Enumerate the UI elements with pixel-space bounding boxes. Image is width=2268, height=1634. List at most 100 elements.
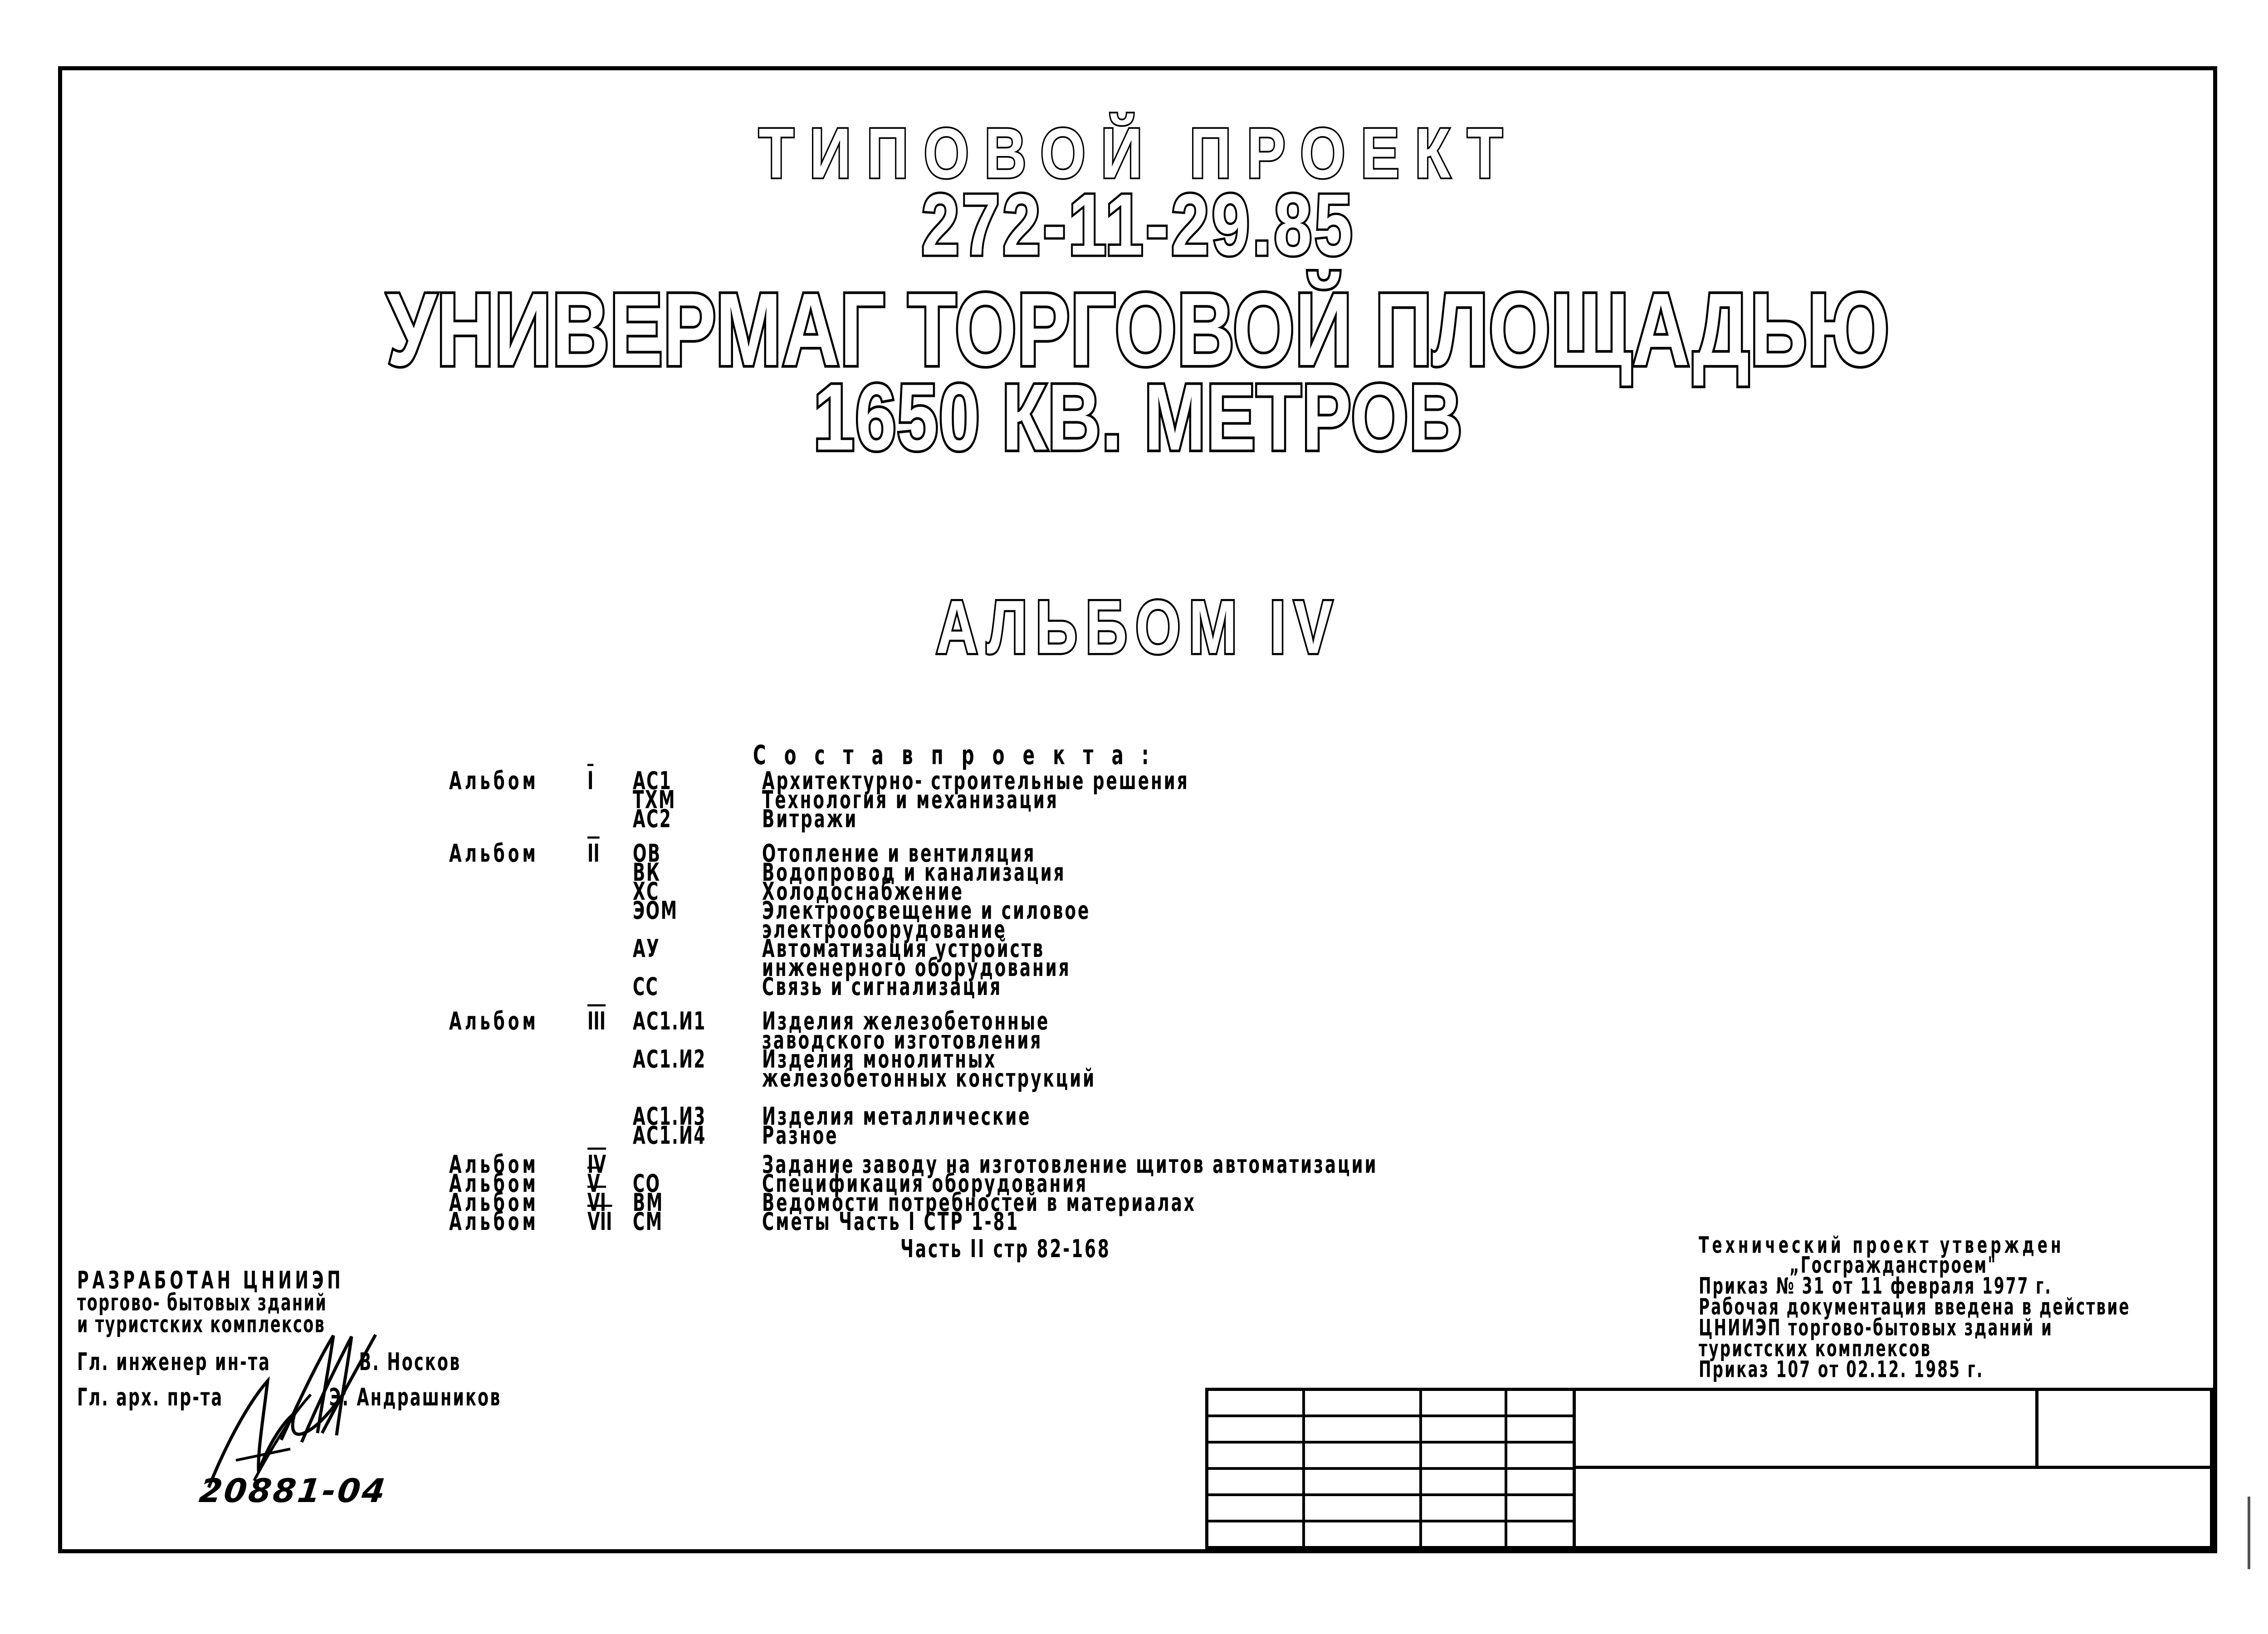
project-kind-label: ТИПОВОЙ ПРОЕКТ [757,114,1518,193]
composition-row: заводского изготовления [0,1025,2268,1054]
composition-section-code: СМ [633,1207,663,1236]
title-block-cell [1305,1444,1422,1467]
title-block-cell [1208,1444,1305,1467]
composition-section-title: инженерного оборудования [762,953,1071,982]
composition-row: инженерного оборудования [0,953,2268,982]
composition-section-code: СО [633,1169,661,1198]
composition-album-number: VI [587,1188,606,1217]
composition-section-title: заводского изготовления [762,1025,1043,1054]
composition-section-title: Изделия монолитных [762,1044,997,1073]
composition-row: ХС Холодоснабжение [0,877,2268,906]
composition-section-title: Ведомости потребностей в материалах [762,1188,1196,1217]
title-block-cell [1422,1522,1508,1546]
composition-section-title: Водопровод и канализация [762,858,1066,887]
project-title-line-2: 1650 КВ. МЕТРОВ [811,365,1464,470]
composition-row: электрооборудование [0,917,2268,941]
title-block-row [1208,1496,1573,1522]
composition-row: ЭОМ Электроосвещение и силовое [0,896,2268,925]
gost-title-block [1205,1388,2213,1549]
approval-line-4: Рабочая документация введена в действие [1699,1293,2131,1320]
composition-section-title: Связь и сигнализация [762,972,1002,1001]
title-block-grid [1208,1391,1576,1546]
title-block-cell-org [1576,1469,2210,1546]
composition-section-title: Архитектурно- строительные решения [762,766,1189,795]
project-composition-list: С о с т а в п р о е к т а : Альбом I АС1 Ар… [0,739,2268,1279]
scan-edge-artifact [2248,1497,2250,1569]
title-block-cell [1305,1522,1422,1546]
composition-row: железобетонных конструкций [0,1063,2268,1093]
composition-section-title: Задание заводу на изготовление щитов авт… [762,1150,1378,1179]
project-number: 272-11-29.85 [919,176,1355,273]
composition-section-code: АС1.И1 [633,1006,706,1035]
composition-album-label: Альбом [449,1006,539,1035]
title-block-cell [1208,1417,1305,1441]
chief-architect-label: Гл. арх. пр-та [77,1383,224,1411]
title-block-cell [1507,1522,1573,1546]
composition-section-title: Отопление и вентиляция [762,839,1036,868]
title-block-cell [1422,1391,1508,1415]
composition-section-title: Технология и механизация [762,785,1059,814]
composition-section-code: ХС [633,877,660,906]
composition-album-number: V [587,1169,600,1198]
title-block-cell [1208,1391,1305,1415]
title-block-cell [1305,1496,1422,1520]
title-block-cell [1507,1417,1573,1441]
title-block-cell [1422,1417,1508,1441]
composition-section-code: ЭОМ [633,896,678,925]
title-block-row [1208,1470,1573,1496]
approval-line-3: Приказ № 31 от 11 февраля 1977 г. [1699,1273,2052,1299]
title-block-cell [1507,1444,1573,1467]
approval-line-2: „Госгражданстроем" [1789,1252,1997,1278]
title-block-right [1576,1391,2210,1546]
composition-album-number: IV [587,1150,606,1179]
composition-album-number: I [587,766,594,795]
chief-engineer-label: Гл. инженер ин-та [77,1347,271,1376]
composition-row: Часть II стр 82-168 [0,1236,2268,1261]
project-title-line-1: УНИВЕРМАГ ТОРГОВОЙ ПЛОЩАДЬЮ [385,272,1891,388]
archive-number: 20881-04 [197,1472,389,1510]
composition-row: АС1.И2 Изделия монолитных [0,1044,2268,1073]
composition-section-title: Холодоснабжение [762,877,964,906]
composition-section-title: Электроосвещение и силовое [762,896,1091,925]
title-block-cell-stage [2038,1391,2210,1466]
composition-album-number: II [587,839,600,868]
title-block-cell [1305,1391,1422,1415]
composition-section-code: АС1.И3 [633,1102,706,1131]
composition-heading: С о с т а в п р о е к т а : [753,739,1155,771]
composition-section-code: АУ [633,934,660,963]
composition-section-title: железобетонных конструкций [762,1063,1096,1093]
title-block-cell [1507,1391,1573,1415]
title-block-cell [1507,1470,1573,1493]
drawing-frame [58,66,2217,1553]
title-block-cell [1422,1444,1508,1467]
title-block-row [1208,1444,1573,1470]
approval-line-7: Приказ 107 от 02.12. 1985 г. [1699,1356,1984,1383]
composition-section-code: АС1.И2 [633,1044,706,1073]
approval-line-5: ЦНИИЭП торгово-бытовых зданий и [1699,1314,2053,1341]
composition-section-title: Витражи [762,804,858,833]
composition-section-code: АС1 [633,766,672,795]
approval-line-6: туристских комплексов [1699,1335,1932,1362]
composition-album-label: Альбом [449,1169,539,1198]
composition-album-label: Альбом [449,839,539,868]
title-block-cell [1305,1417,1422,1441]
approval-line-1: Технический проект утвержден [1699,1232,2064,1258]
title-block-right-top [1576,1391,2210,1469]
developer-org-line-2: торгово- бытовых зданий [77,1289,327,1317]
title-block-cell [1208,1470,1305,1493]
chief-architect-row: Гл. арх. пр-та Э. Андрашников [77,1385,502,1409]
composition-section-code: ТХМ [633,785,676,814]
chief-engineer-row: Гл. инженер ин-та В. Носков [77,1350,461,1374]
developer-org-line-1: РАЗРАБОТАН ЦНИИЭП [77,1266,344,1294]
